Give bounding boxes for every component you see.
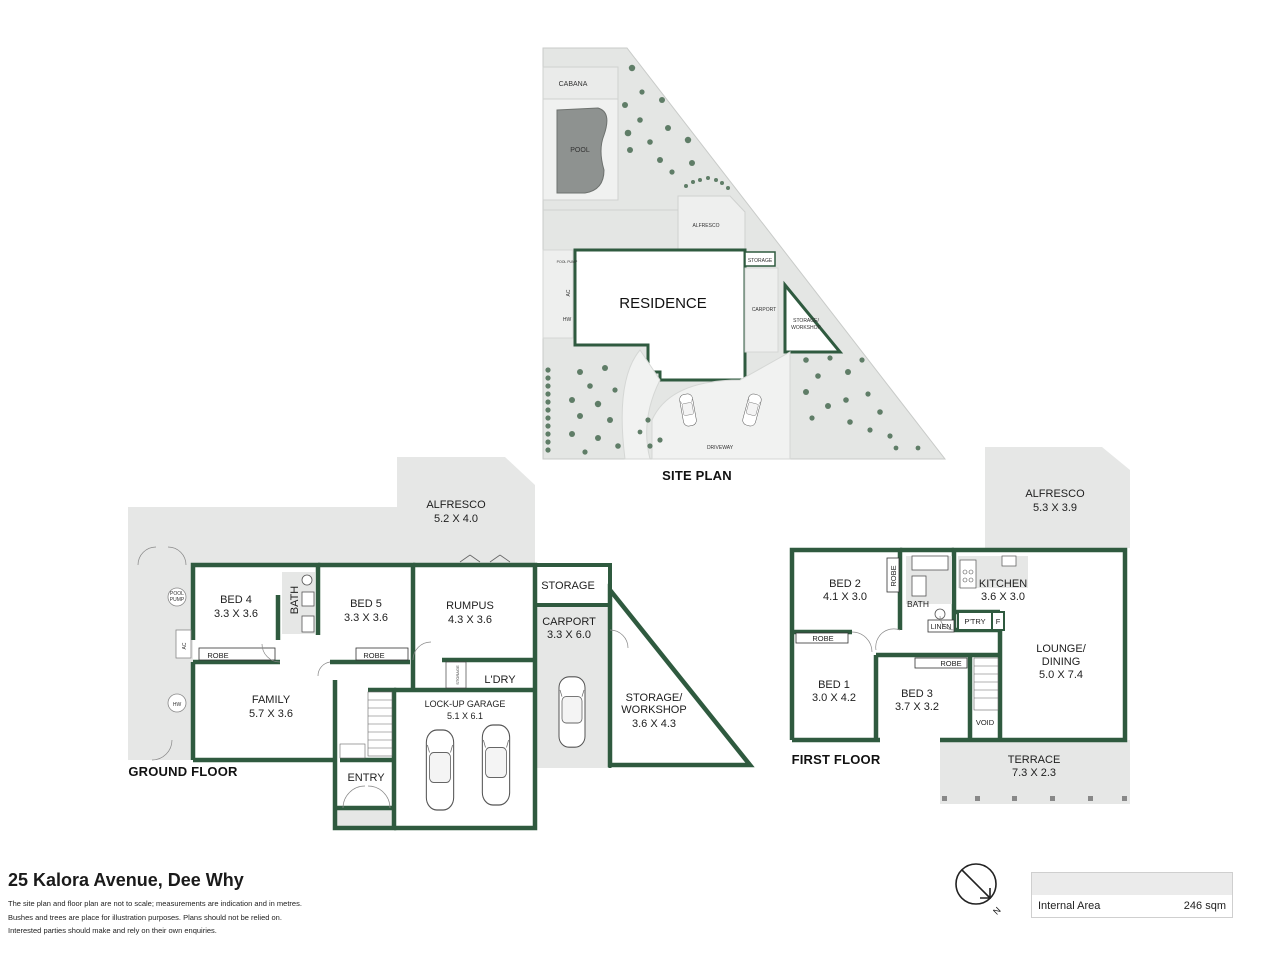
- site-trees: [545, 64, 921, 455]
- gf-family-name: FAMILY: [252, 694, 291, 706]
- gf-hw-label: HW: [173, 702, 182, 708]
- ff-robe-bed3: ROBE: [940, 659, 961, 668]
- ground-floor-heading: GROUND FLOOR: [128, 764, 238, 779]
- site-storage-workshop-label-1: STORAGE/: [793, 318, 819, 324]
- ff-lounge-name-1: LOUNGE/: [1036, 643, 1086, 655]
- site-pool-pump-label: POOL PUMP: [557, 260, 578, 264]
- gf-carport-name: CARPORT: [542, 616, 596, 628]
- gf-alfresco-dims: 5.2 X 4.0: [434, 513, 478, 525]
- ff-linen: LINEN: [931, 624, 952, 631]
- ff-bed3-name: BED 3: [901, 688, 933, 700]
- site-pool-label: POOL: [570, 147, 590, 154]
- gf-robe-a: ROBE: [207, 651, 228, 660]
- ff-fridge: F: [996, 617, 1001, 626]
- gf-ldry-name: L'DRY: [484, 674, 516, 686]
- disclaimer-line-2: Bushes and trees are place for illustrat…: [8, 912, 282, 922]
- pool-shape: [556, 107, 608, 194]
- ff-lounge-name-2: DINING: [1042, 656, 1081, 668]
- gf-garage-name: LOCK-UP GARAGE: [425, 699, 506, 709]
- ff-bed3-dims: 3.7 X 3.2: [895, 701, 939, 713]
- disclaimer-line-1: The site plan and floor plan are not to …: [8, 899, 302, 908]
- first-floor-heading: FIRST FLOOR: [792, 752, 881, 767]
- site-carport-label: CARPORT: [752, 307, 776, 313]
- ff-bed1-dims: 3.0 X 4.2: [812, 692, 856, 704]
- site-cabana-label: CABANA: [559, 81, 588, 88]
- gf-bed5-name: BED 5: [350, 598, 382, 610]
- internal-area-header-band: [1032, 873, 1232, 895]
- gf-entry-name: ENTRY: [347, 772, 385, 784]
- compass: N: [955, 863, 1003, 917]
- ff-alfresco-name: ALFRESCO: [1025, 488, 1085, 500]
- site-plan-heading: SITE PLAN: [662, 468, 732, 483]
- site-alfresco-label: ALFRESCO: [693, 223, 720, 229]
- footer: 25 Kalora Avenue, Dee Why The site plan …: [8, 870, 428, 938]
- ff-void: VOID: [976, 718, 995, 727]
- gf-bath-name: BATH: [289, 586, 301, 615]
- gf-family-dims: 5.7 X 3.6: [249, 708, 293, 720]
- site-residence-label: RESIDENCE: [619, 295, 707, 312]
- ff-kitchen-name: KITCHEN: [979, 578, 1027, 590]
- gf-storage-workshop-dims: 3.6 X 4.3: [632, 718, 676, 730]
- ff-lounge-dims: 5.0 X 7.4: [1039, 669, 1083, 681]
- site-hw-label: HW: [563, 317, 572, 323]
- property-address: 25 Kalora Avenue, Dee Why: [8, 870, 244, 890]
- site-plan: CABANA POOL ALFRESCO STORAGE RESIDENCE C…: [542, 47, 947, 483]
- ff-bed2-name: BED 2: [829, 578, 861, 590]
- ground-floor: POOL PUMP AC HW ALFRESCO 5.2 X 4.0 BED 4…: [128, 457, 755, 831]
- gf-storage-small: STORAGE: [455, 665, 460, 685]
- gf-robe-b: ROBE: [363, 651, 384, 660]
- compass-north-label: N: [991, 905, 1003, 917]
- ff-bed2-dims: 4.1 X 3.0: [823, 591, 867, 603]
- gf-ac-label: AC: [182, 642, 188, 649]
- ff-kitchen-dims: 3.6 X 3.0: [981, 591, 1025, 603]
- gf-bed4-dims: 3.3 X 3.6: [214, 608, 258, 620]
- ff-terrace-dims: 7.3 X 2.3: [1012, 767, 1056, 779]
- gf-storage-name: STORAGE: [541, 580, 595, 592]
- ff-robe-vertical: ROBE: [889, 565, 898, 586]
- ff-ptry: P'TRY: [964, 617, 985, 626]
- ff-alfresco-dims: 5.3 X 3.9: [1033, 502, 1077, 514]
- gf-storage-workshop-name-1: STORAGE/: [626, 692, 684, 704]
- ff-robe-bed1: ROBE: [812, 634, 833, 643]
- gf-storage-workshop-name-2: WORKSHOP: [621, 704, 686, 716]
- gf-pool-pump-label-1: POOL: [170, 591, 184, 597]
- gf-garage-dims: 5.1 X 6.1: [447, 711, 483, 721]
- internal-area-box: Internal Area 246 sqm: [1031, 872, 1233, 918]
- internal-area-row: Internal Area 246 sqm: [1032, 895, 1232, 917]
- site-ac-label: AC: [566, 289, 572, 296]
- gf-pool-pump-label-2: PUMP: [170, 597, 185, 603]
- gf-carport-dims: 3.3 X 6.0: [547, 629, 591, 641]
- gf-rumpus-dims: 4.3 X 3.6: [448, 614, 492, 626]
- site-storage-workshop-label-2: WORKSHOP: [791, 325, 821, 331]
- internal-area-value: 246 sqm: [1183, 900, 1226, 912]
- gf-rumpus-name: RUMPUS: [446, 600, 494, 612]
- gf-alfresco-name: ALFRESCO: [426, 499, 486, 511]
- ff-terrace-name: TERRACE: [1008, 754, 1061, 766]
- site-driveway-label: DRIVEWAY: [707, 445, 734, 451]
- ff-bed1-name: BED 1: [818, 679, 850, 691]
- gf-bed5-dims: 3.3 X 3.6: [344, 612, 388, 624]
- internal-area-label: Internal Area: [1038, 900, 1101, 912]
- first-floor: ALFRESCO 5.3 X 3.9 BED 2 4.1 X 3.0 ROBE …: [789, 447, 1130, 804]
- site-storage-label: STORAGE: [748, 258, 773, 264]
- ff-bath-name: BATH: [907, 599, 929, 609]
- disclaimer-line-3: Interested parties should make and rely …: [8, 926, 217, 935]
- gf-bed4-name: BED 4: [220, 594, 252, 606]
